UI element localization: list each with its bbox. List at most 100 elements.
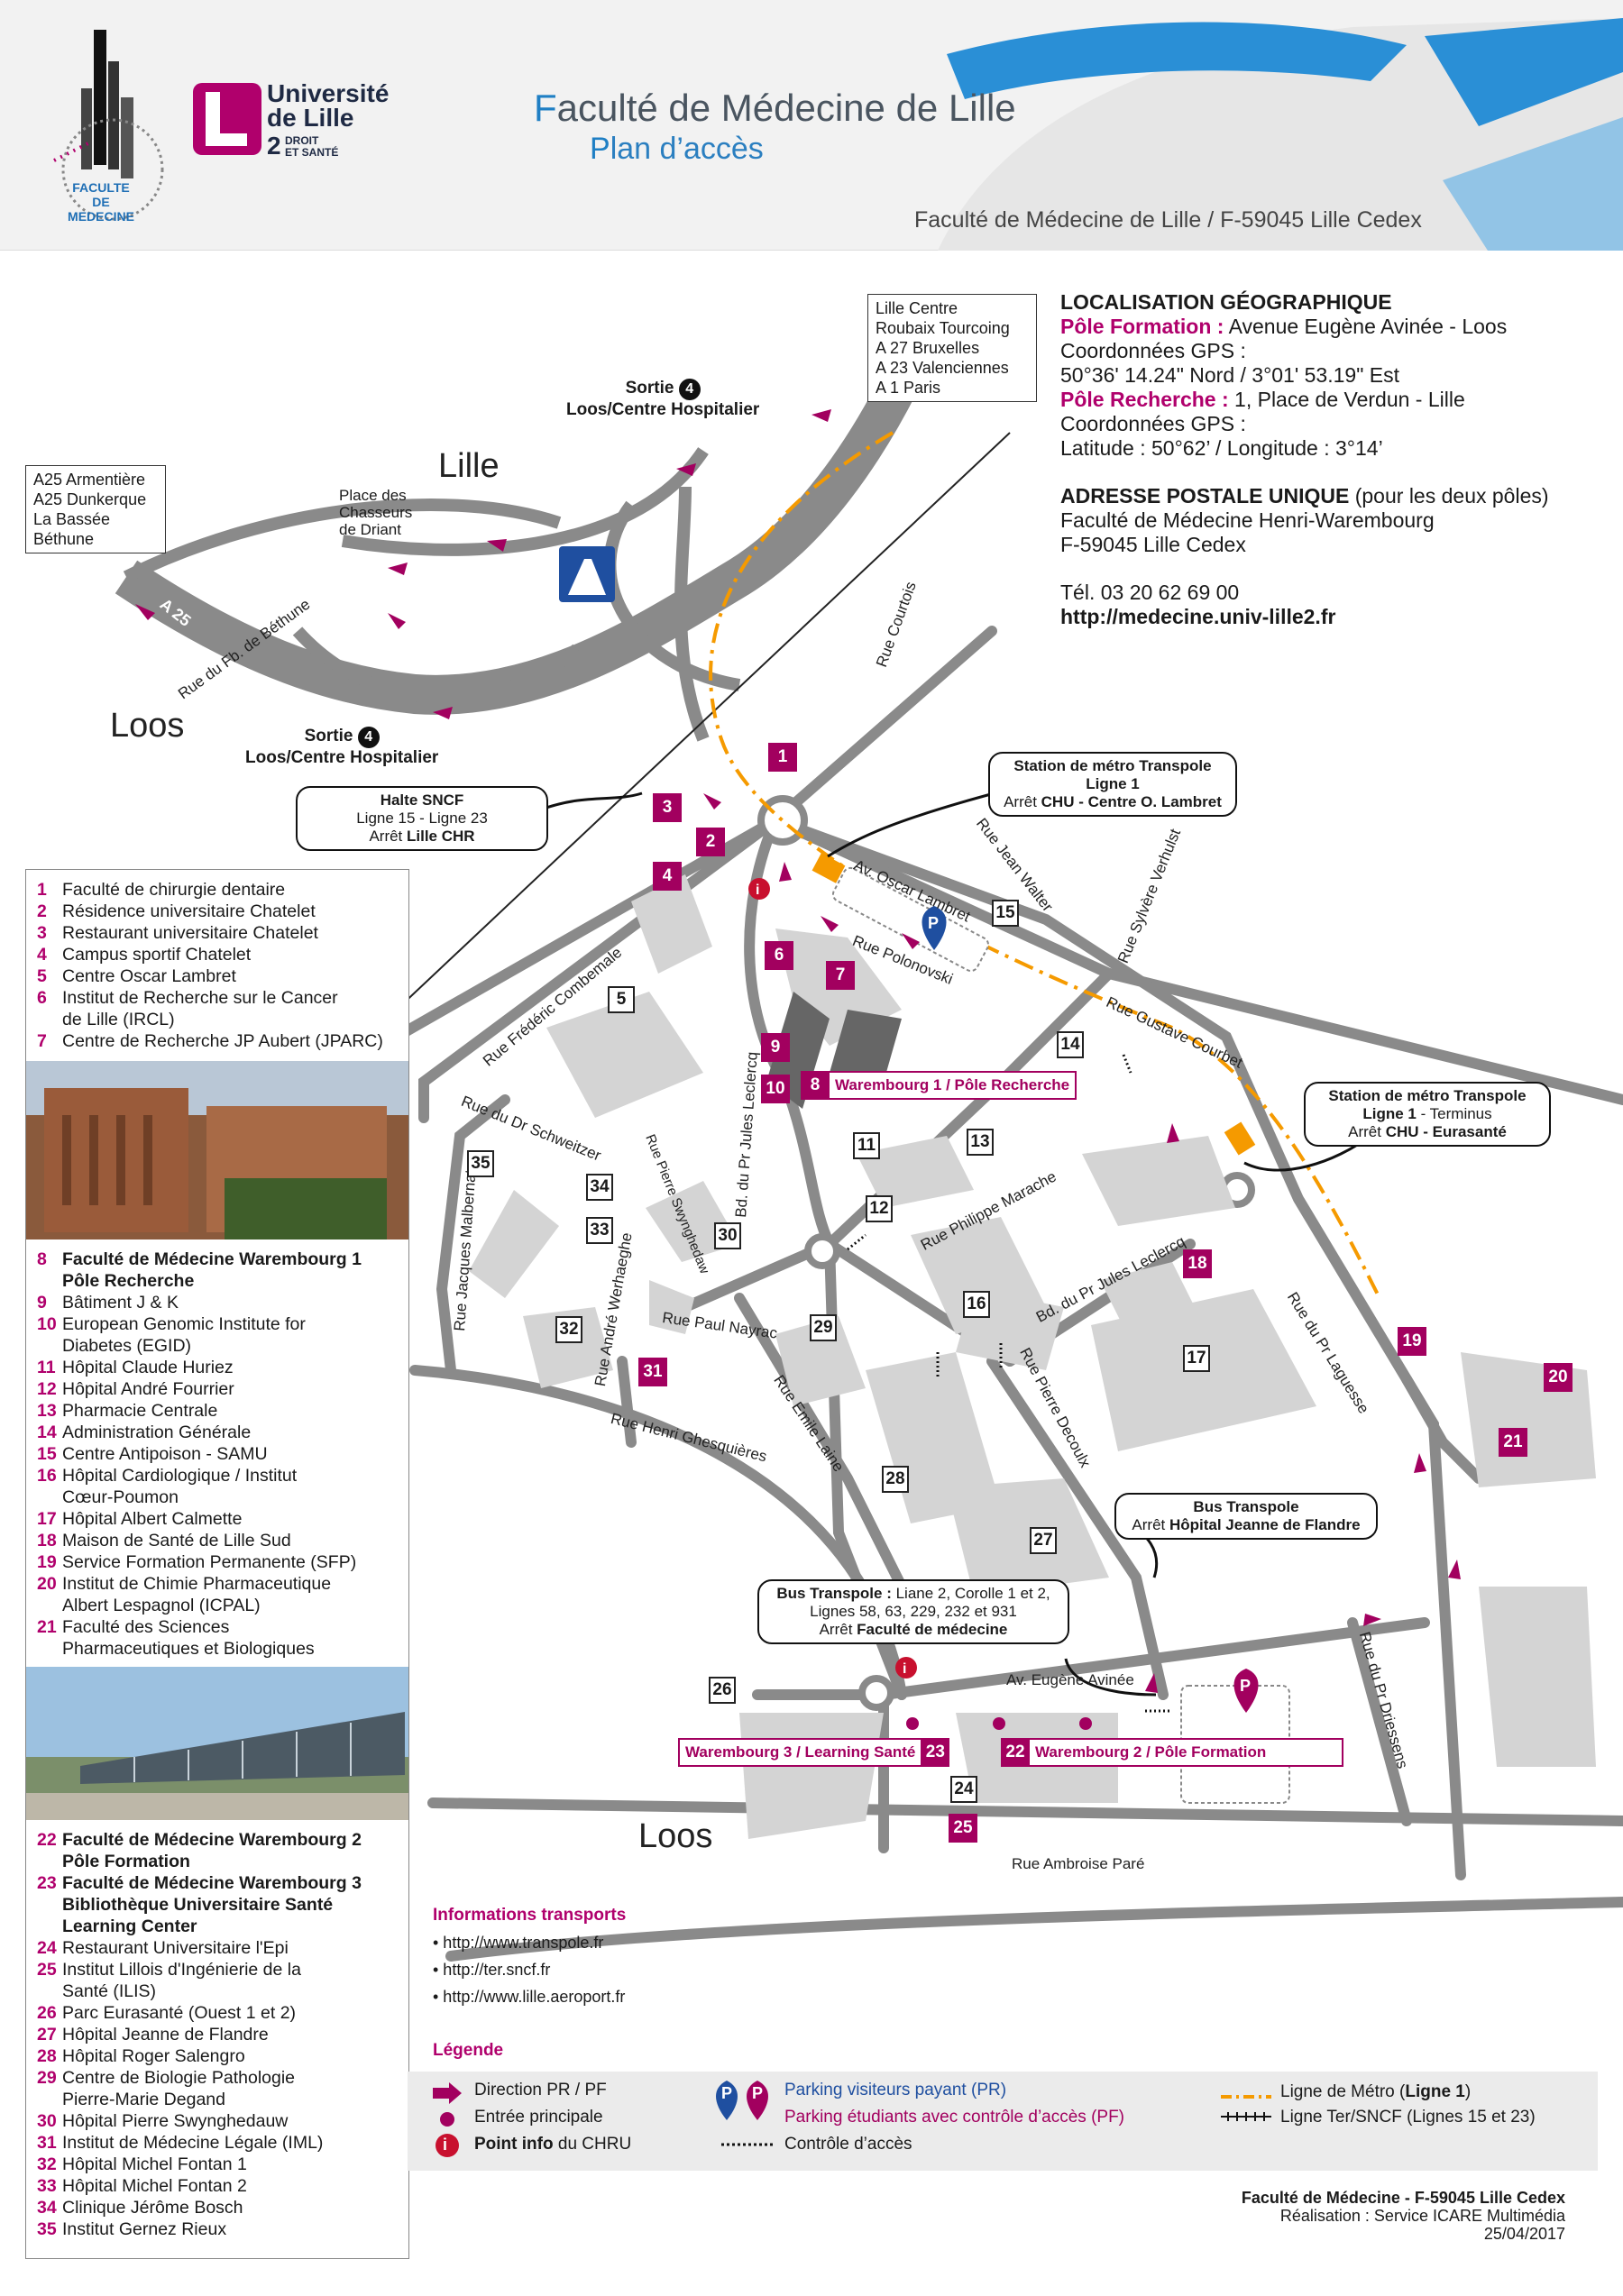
legend-item-text: Centre Antipoison - SAMU (62, 1444, 268, 1464)
bus1-2a: Arrêt (1132, 1516, 1169, 1533)
legend-item-number: 18 (37, 1531, 57, 1550)
legend-item: Pôle Recherche (37, 1270, 362, 1292)
building-13: 13 (967, 1129, 994, 1156)
warembourg-2-label: 22 Warembourg 2 / Pôle Formation (1001, 1738, 1343, 1767)
legend-item-number: 31 (37, 2133, 57, 2153)
legend-item-text: Restaurant universitaire Chatelet (62, 923, 318, 943)
legend-item-text: Learning Center (62, 1916, 197, 1936)
legend-item-number: 15 (37, 1444, 57, 1464)
legend-item-number: 30 (37, 2111, 57, 2131)
transport-link-3[interactable]: • http://www.lille.aeroport.fr (433, 1988, 626, 2006)
legend-item-text: Institut Gernez Rieux (62, 2219, 227, 2239)
legend-item: Albert Lespagnol (ICPAL) (37, 1595, 362, 1616)
metro1-3a: Arrêt (1004, 793, 1041, 810)
ulille-line1: Université (267, 79, 390, 107)
sortie-bottom-dest: Loos/Centre Hospitalier (245, 748, 439, 767)
warembourg-1-num: 8 (801, 1071, 830, 1100)
pr-value: 1, Place de Verdun - Lille (1228, 388, 1465, 411)
warembourg-2-text: Warembourg 2 / Pôle Formation (1030, 1738, 1343, 1767)
legend-item: Pierre-Marie Degand (37, 2089, 362, 2110)
legend-item-number: 9 (37, 1293, 47, 1313)
bus-faculte-callout: Bus Transpole : Liane 2, Corolle 1 et 2,… (757, 1579, 1069, 1644)
legend-item-number: 28 (37, 2046, 57, 2066)
halte-1: Halte SNCF (380, 791, 464, 809)
legend-parking-pr: Parking visiteurs payant (PR) (784, 2081, 1007, 2099)
gps2-value: Latitude : 50°62’ / Longitude : 3°14’ (1060, 436, 1383, 460)
legend-item-text: Hôpital Claude Huriez (62, 1358, 234, 1377)
legend-item-number: 24 (37, 1938, 57, 1958)
building-19: 19 (1398, 1327, 1426, 1356)
subtitle-rest: lan d’accès (610, 132, 764, 166)
legend-item: Pharmaceutiques et Biologiques (37, 1638, 362, 1660)
legende-title: Légende (433, 2041, 504, 2060)
dir-left-4: Béthune (33, 530, 95, 548)
legend-item-number: 23 (37, 1873, 57, 1893)
building-18: 18 (1183, 1249, 1212, 1278)
halte-2: Ligne 15 - Ligne 23 (356, 810, 488, 827)
directions-right-box: Lille Centre Roubaix Tourcoing A 27 Brux… (867, 294, 1037, 402)
legend-item-text: Résidence universitaire Chatelet (62, 901, 316, 921)
sortie-top-text: Sortie (625, 379, 674, 398)
legend-item-number: 25 (37, 1960, 57, 1980)
transport-link-2[interactable]: • http://ter.sncf.fr (433, 1961, 551, 1979)
legend-item-text: Pôle Recherche (62, 1271, 195, 1291)
legend-metro-a: Ligne de Métro ( (1280, 2082, 1406, 2101)
parking-lot-pr-icon (831, 866, 990, 973)
building-3: 3 (653, 793, 682, 822)
legend-item: Santé (ILIS) (37, 1980, 362, 2002)
legend-item-text: Bâtiment J & K (62, 1293, 179, 1313)
building-4: 4 (653, 862, 682, 891)
legend-item-text: European Genomic Institute for (62, 1314, 306, 1334)
bus2-2: Lignes 58, 63, 229, 232 et 931 (810, 1603, 1017, 1620)
warembourg-3-num: 23 (921, 1738, 950, 1767)
svg-text:i: i (903, 1661, 906, 1677)
svg-text:P: P (928, 914, 939, 932)
building-25: 25 (949, 1814, 977, 1843)
building-20: 20 (1544, 1363, 1573, 1392)
faculty-logo-text: FACULTE DE MEDECINE (58, 180, 144, 224)
building-34: 34 (586, 1174, 613, 1201)
legend-item-text: Faculté des Sciences (62, 1617, 230, 1637)
legend-item: Diabetes (EGID) (37, 1335, 362, 1357)
gps2-label: Coordonnées GPS : (1060, 412, 1246, 435)
footer-date: 25/04/2017 (1483, 2225, 1565, 2243)
legend-item-number: 13 (37, 1401, 57, 1421)
legend-item-number: 35 (37, 2219, 57, 2239)
building-16: 16 (963, 1291, 990, 1318)
parking-pf-letter: P (752, 2084, 764, 2102)
legend-item: 9 Bâtiment J & K (37, 1292, 362, 1313)
direction-arrows (135, 409, 1461, 1693)
building-27: 27 (1030, 1527, 1057, 1554)
warembourg-3-text: Warembourg 3 / Learning Santé (678, 1738, 922, 1767)
street-avinee: Av. Eugène Avinée (1006, 1671, 1134, 1688)
building-1: 1 (768, 743, 797, 772)
legend-item-number: 20 (37, 1574, 57, 1594)
ulille-small-text: DROIT ET SANTÉ (285, 135, 338, 159)
parking-pin-icons (716, 2081, 768, 2120)
website-link[interactable]: http://medecine.univ-lille2.fr (1060, 605, 1336, 628)
halte-leader (540, 791, 643, 811)
warembourg-2-num: 22 (1001, 1738, 1030, 1767)
building-29: 29 (810, 1314, 837, 1341)
legend-item-text: Clinique Jérôme Bosch (62, 2198, 243, 2218)
sortie-top-dest: Loos/Centre Hospitalier (566, 400, 760, 419)
legend-item: Bibliothèque Universitaire Santé (37, 1894, 362, 1916)
legend-item-text: Restaurant Universitaire l'Epi (62, 1938, 289, 1958)
legend-item-number: 32 (37, 2154, 57, 2174)
warembourg-1-text: Warembourg 1 / Pôle Recherche (830, 1071, 1077, 1100)
legend-item-number: 27 (37, 2025, 57, 2044)
legend-item-text: Pharmaceutiques et Biologiques (62, 1639, 315, 1659)
legend-item-text: Hôpital Pierre Swynghedauw (62, 2111, 289, 2131)
transport-link-1[interactable]: • http://www.transpole.fr (433, 1934, 604, 1952)
